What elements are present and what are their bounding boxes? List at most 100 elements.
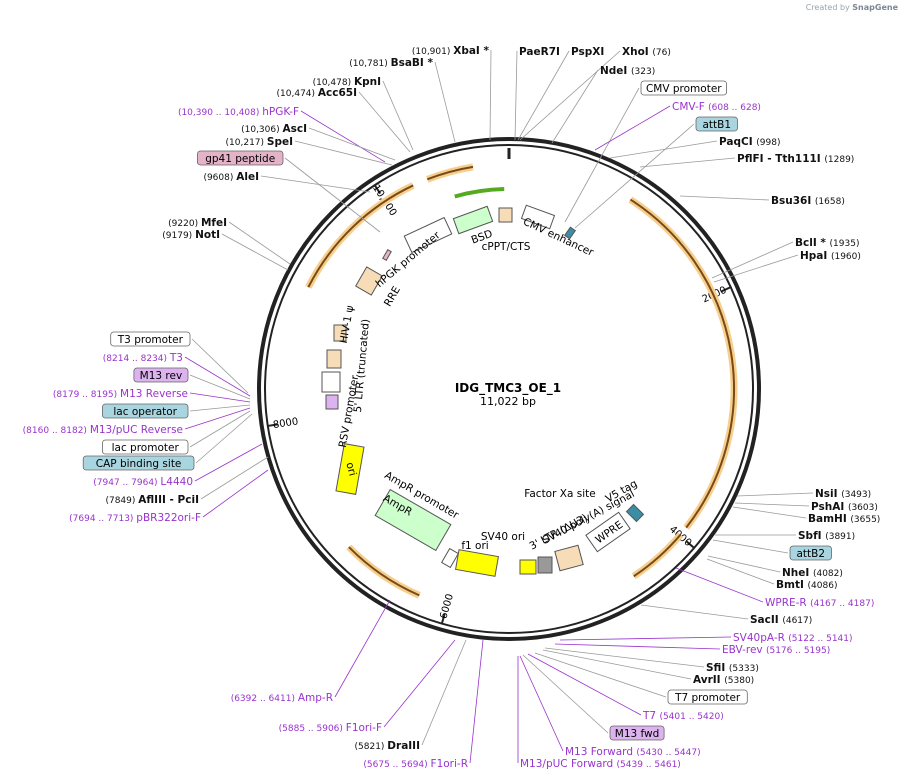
- feature-f1ori-r[interactable]: (5675 .. 5694) F1ori-R: [363, 758, 468, 770]
- feature-pbr322ori-f[interactable]: (7694 .. 7713) pBR322ori-F: [69, 512, 201, 524]
- feature-ndei[interactable]: NdeI (323): [600, 65, 655, 77]
- feature-m13-forward[interactable]: M13 Forward (5430 .. 5447): [565, 746, 701, 758]
- feature-box: [82, 455, 195, 471]
- feature-m13-puc-reverse[interactable]: (8160 .. 8182) M13/pUC Reverse: [23, 424, 183, 436]
- feature-hpai[interactable]: HpaI (1960): [800, 250, 861, 262]
- enzyme-pos: (9608): [203, 173, 236, 183]
- inner-label-f1-ori: f1 ori: [461, 540, 488, 552]
- feature-t7[interactable]: T7 (5401 .. 5420): [642, 710, 724, 722]
- feature-f1ori-f[interactable]: (5885 .. 5906) F1ori-F: [279, 722, 382, 734]
- enzyme-pos: (10,478): [313, 78, 354, 88]
- feature-afliii[interactable]: (7849) AflIII - PciI: [105, 494, 199, 506]
- feature-sv40pa-r[interactable]: SV40pA-R (5122 .. 5141): [733, 632, 853, 644]
- inner-label-sv40-ori: SV40 ori: [481, 531, 525, 543]
- feature-cmv-promoter[interactable]: CMV promoter: [640, 80, 727, 96]
- feature-attb1[interactable]: attB1: [695, 116, 738, 132]
- cmv-enhancer-glyph: [520, 204, 556, 230]
- gp41-glyph: [382, 248, 392, 262]
- cppt-cts-glyph: [498, 207, 513, 223]
- enzyme-label: BmtI (4086): [776, 579, 837, 591]
- leader-line: [189, 404, 251, 412]
- enzyme-pos: (5333): [729, 664, 759, 674]
- inner-label-factor-xa-site: Factor Xa site: [524, 488, 595, 500]
- feature-gp41-peptide[interactable]: gp41 peptide: [196, 150, 284, 166]
- leader-line: [260, 175, 371, 193]
- enzyme-pos: (3493): [841, 490, 871, 500]
- feature-alei[interactable]: (9608) AleI: [203, 171, 259, 183]
- feature-bsu36i[interactable]: Bsu36I (1658): [771, 195, 845, 207]
- feature-kpni[interactable]: (10,478) KpnI: [313, 76, 381, 88]
- feature-cap-binding-site[interactable]: CAP binding site: [82, 455, 195, 471]
- primer-name: CMV-F: [672, 101, 708, 113]
- feature-lac-promoter[interactable]: lac promoter: [102, 439, 189, 455]
- leader-line: [514, 50, 518, 141]
- leader-line: [221, 233, 289, 271]
- feature-avrii[interactable]: AvrII (5380): [693, 674, 754, 686]
- feature-ebv-rev[interactable]: EBV-rev (5176 .. 5195): [722, 644, 830, 656]
- primer-range: (4167 .. 4187): [810, 599, 874, 609]
- feature-draiii[interactable]: (5821) DraIII: [355, 740, 421, 752]
- enzyme-label: (9608) AleI: [203, 171, 259, 183]
- feature-sfii[interactable]: SfiI (5333): [706, 662, 759, 674]
- feature-t3[interactable]: (8214 .. 8234) T3: [103, 352, 183, 364]
- leader-line: [294, 140, 393, 166]
- enzyme-name: XhoI: [622, 46, 652, 58]
- enzyme-suffix: - Tth111I: [767, 153, 824, 165]
- enzyme-pos: (10,901): [412, 47, 453, 57]
- leader-line: [189, 374, 251, 400]
- feature-arcs: [305, 163, 738, 599]
- feature-m13-fwd[interactable]: M13 fwd: [609, 725, 665, 741]
- plasmid-name: IDG_TMC3_OE_1: [455, 381, 561, 396]
- feature-paer7i[interactable]: PaeR7I: [519, 46, 560, 58]
- primer-label: (8160 .. 8182) M13/pUC Reverse: [23, 424, 183, 436]
- feature-pflfi[interactable]: PflFI - Tth111I (1289): [737, 153, 854, 165]
- feature-m13-reverse[interactable]: (8179 .. 8195) M13 Reverse: [53, 388, 188, 400]
- feature-box-label: attB1: [702, 119, 731, 131]
- f1-ori-glyph: [454, 549, 500, 577]
- feature-noti[interactable]: (9179) NotI: [162, 229, 220, 241]
- feature-bmti[interactable]: BmtI (4086): [776, 579, 837, 591]
- feature-acc65i[interactable]: (10,474) Acc65I: [277, 87, 357, 99]
- feature-bamhi[interactable]: BamHI (3655): [808, 513, 880, 525]
- feature-pshai[interactable]: PshAI (3603): [811, 501, 878, 513]
- feature-m13-puc-forward[interactable]: M13/pUC Forward (5439 .. 5461): [520, 758, 681, 770]
- enzyme-pos: (3655): [850, 515, 880, 525]
- feature-nsii[interactable]: NsiI (3493): [815, 488, 871, 500]
- ltr5-glyph: [326, 349, 342, 369]
- enzyme-pos: (5821): [355, 742, 388, 752]
- attb1-glyph: [563, 226, 577, 240]
- feature-bcli[interactable]: BclI * (1935): [795, 237, 859, 249]
- feature-spei[interactable]: (10,217) SpeI: [226, 136, 293, 148]
- enzyme-label: AvrII (5380): [693, 674, 754, 686]
- leader-line: [202, 469, 269, 518]
- enzyme-label: HpaI (1960): [800, 250, 861, 262]
- ltr3-glyph: [554, 544, 584, 572]
- feature-hpgk-f[interactable]: (10,390 .. 10,408) hPGK-F: [178, 106, 299, 118]
- feature-sacii[interactable]: SacII (4617): [750, 614, 812, 626]
- enzyme-name: PflFI: [737, 153, 767, 165]
- feature-nhei[interactable]: NheI (4082): [782, 567, 843, 579]
- enzyme-label: NheI (4082): [782, 567, 843, 579]
- feature-m13-rev[interactable]: M13 rev: [133, 367, 189, 383]
- feature-lac-operator[interactable]: lac operator: [102, 403, 189, 419]
- feature-paqci[interactable]: PaqCI (998): [719, 136, 781, 148]
- feature-t7-promoter[interactable]: T7 promoter: [667, 689, 748, 705]
- feature-attb2[interactable]: attB2: [789, 545, 832, 561]
- feature-l4440[interactable]: (7947 .. 7964) L4440: [93, 476, 193, 488]
- feature-sbfi[interactable]: SbfI (3891): [798, 530, 855, 542]
- feature-mfei[interactable]: (9220) MfeI: [168, 217, 227, 229]
- primer-name: M13/pUC Forward: [520, 758, 617, 770]
- feature-box-label: attB2: [796, 548, 825, 560]
- feature-wpre-r[interactable]: WPRE-R (4167 .. 4187): [765, 597, 874, 609]
- primer-range: (5430 .. 5447): [636, 748, 700, 758]
- feature-t3-promoter[interactable]: T3 promoter: [110, 331, 191, 347]
- feature-cmv-f[interactable]: CMV-F (608 .. 628): [672, 101, 761, 113]
- primer-range: (8214 .. 8234): [103, 354, 170, 364]
- primer-label: (7947 .. 7964) L4440: [93, 476, 193, 488]
- feature-pspxi[interactable]: PspXI: [571, 46, 604, 58]
- feature-xhoi[interactable]: XhoI (76): [622, 46, 671, 58]
- feature-amp-r[interactable]: (6392 .. 6411) Amp-R: [231, 692, 333, 704]
- feature-asci[interactable]: (10,306) AscI: [241, 123, 307, 135]
- feature-bsabi[interactable]: (10,781) BsaBI *: [349, 57, 433, 69]
- feature-xbai[interactable]: (10,901) XbaI *: [412, 45, 490, 57]
